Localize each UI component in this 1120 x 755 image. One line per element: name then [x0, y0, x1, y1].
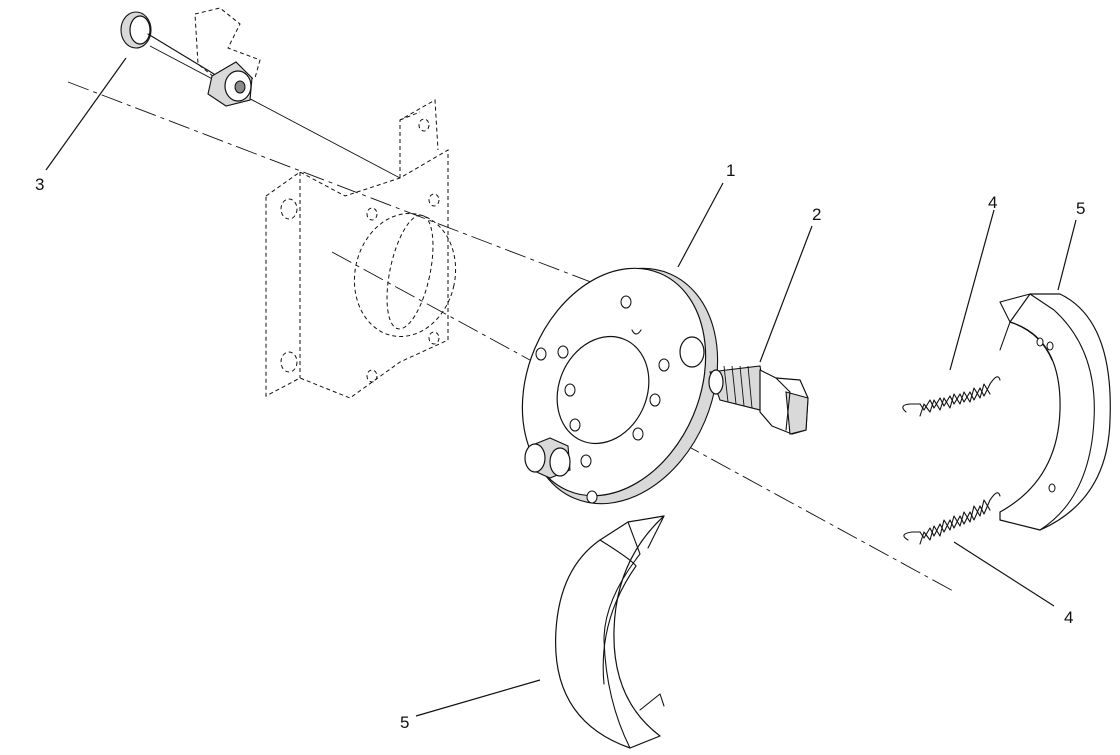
- cam-shaft-part-2: [708, 365, 809, 435]
- mounting-bracket-phantom: [194, 7, 457, 399]
- return-spring-part-4-upper: [902, 376, 1001, 417]
- callout-label-5-lower: 5: [400, 713, 409, 732]
- return-spring-part-4-lower: [903, 492, 1001, 545]
- callouts: 1 2 3 4 4 5 5: [35, 57, 1085, 732]
- leader-4-upper: [949, 209, 995, 371]
- leader-5-lower: [415, 679, 541, 717]
- callout-label-4-upper: 4: [988, 193, 997, 212]
- brake-shoe-part-5-right: [999, 293, 1111, 531]
- brake-shoe-part-5-left: [554, 515, 665, 749]
- leader-4-lower: [953, 541, 1055, 607]
- callout-label-5-upper: 5: [1076, 199, 1085, 218]
- callout-label-2: 2: [812, 205, 821, 224]
- backing-plate-part-1: [521, 267, 719, 505]
- leader-2: [759, 225, 813, 363]
- centerlines: [67, 45, 956, 593]
- leader-3: [45, 57, 127, 171]
- pin-part-3: [120, 11, 253, 107]
- leader-1: [677, 182, 724, 268]
- leader-5-upper: [1057, 219, 1077, 291]
- callout-label-3: 3: [35, 175, 44, 194]
- callout-label-1: 1: [726, 161, 735, 180]
- callout-label-4-lower: 4: [1064, 608, 1073, 627]
